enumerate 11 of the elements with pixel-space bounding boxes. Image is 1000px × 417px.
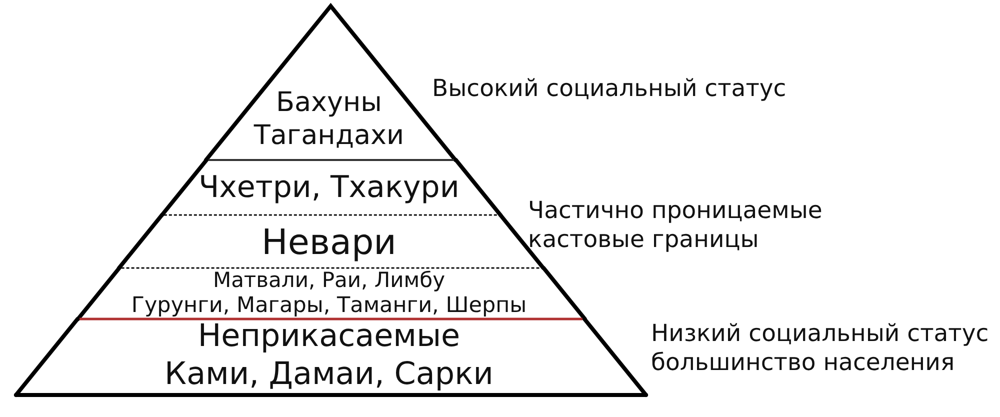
annotation-text: Частично проницаемые кастовые границы: [528, 196, 824, 254]
tier-label: Бахуны: [276, 88, 382, 116]
tier-label: Неприкасаемые: [198, 320, 460, 352]
side-note: Высокий социальный статус: [432, 74, 786, 103]
tier-label: Невари: [262, 226, 396, 260]
tier-label: Гурунги, Магары, Таманги, Шерпы: [131, 295, 527, 317]
tier-label: Чхетри, Тхакури: [198, 173, 460, 203]
tier-label: Ками, Дамаи, Сарки: [164, 358, 494, 390]
tier-label: Матвали, Раи, Лимбу: [212, 270, 446, 290]
tier-label: Тагандахи: [254, 122, 404, 148]
side-note: Низкий социальный статус большинство населения: [651, 319, 990, 377]
